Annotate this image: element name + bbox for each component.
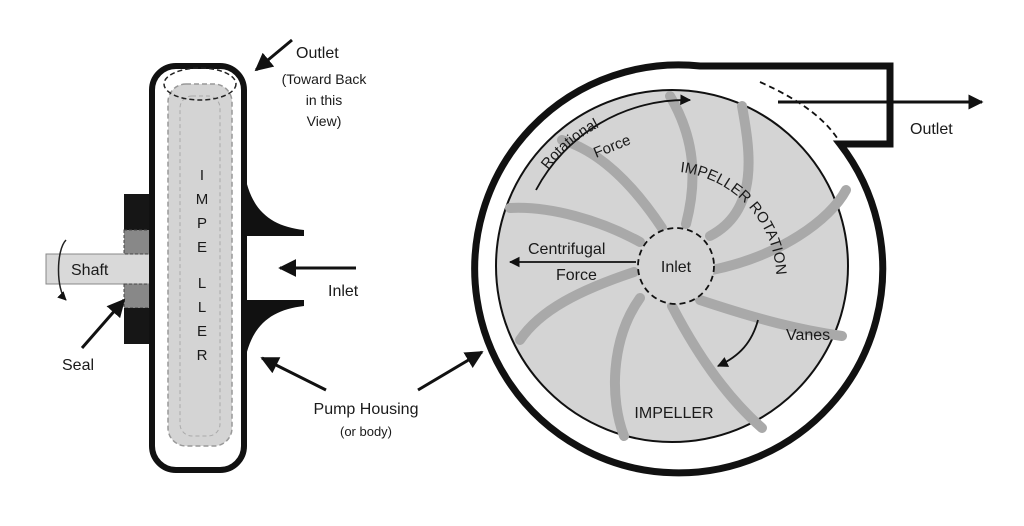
seal-label: Seal <box>62 357 94 374</box>
shaft-rotation-arrow <box>57 239 67 301</box>
impeller-letter: E <box>197 239 207 256</box>
housing-arrow-right <box>417 350 484 392</box>
shaft-label: Shaft <box>71 262 109 279</box>
vane <box>609 293 645 441</box>
impeller-letter: L <box>198 299 206 316</box>
impeller-rotation-arrow <box>717 319 759 367</box>
vane <box>515 267 639 345</box>
vane <box>707 185 851 275</box>
centrifugal-force-label: Centrifugal <box>528 241 605 258</box>
side-view: Shaft I M P E L L E R Outl <box>45 38 368 473</box>
vane <box>705 101 754 241</box>
vane <box>557 135 667 233</box>
inlet-flare-lower <box>244 300 304 366</box>
impeller-side <box>167 83 233 447</box>
outlet-note-line: in this <box>306 92 343 108</box>
housing-arrow-left <box>260 356 327 392</box>
impeller-side-inner <box>179 95 221 437</box>
impeller-letter: L <box>198 275 206 292</box>
volute-cutwater <box>759 81 843 147</box>
vanes-label: Vanes <box>786 327 830 344</box>
pump-housing-label: Pump Housing <box>314 401 419 418</box>
outlet-label-front: Outlet <box>910 121 953 138</box>
vane <box>665 91 698 229</box>
centrifugal-force-label-2: Force <box>556 267 597 284</box>
impeller-letter: E <box>197 323 207 340</box>
outlet-opening-side <box>163 67 237 101</box>
front-view: Inlet Outlet Rotational Force Centrifuga… <box>471 61 984 477</box>
rotational-force-arrow <box>535 94 692 191</box>
inlet-eye <box>637 227 715 305</box>
inlet-flare-upper <box>244 170 304 236</box>
vane <box>667 301 767 433</box>
seal-arrow <box>80 298 126 349</box>
pump-housing-callout: Pump Housing (or body) <box>260 350 484 439</box>
inlet-label-side: Inlet <box>328 283 359 300</box>
impeller-vertical-label: I M P E L L E R <box>196 167 209 364</box>
vane <box>505 202 645 247</box>
impeller-letter: I <box>200 167 204 184</box>
outlet-note-line: (Toward Back <box>282 71 368 87</box>
impeller-letter: R <box>197 347 208 364</box>
outlet-label-side: Outlet <box>296 45 339 62</box>
pump-housing-note: (or body) <box>340 424 392 439</box>
impeller-letter: P <box>197 215 207 232</box>
impeller-vanes <box>505 91 851 441</box>
impeller-letter: M <box>196 191 209 208</box>
outlet-arrow-side <box>254 38 293 72</box>
vane <box>695 295 847 341</box>
outlet-note-line: View) <box>307 113 342 129</box>
inlet-label-front: Inlet <box>661 259 692 276</box>
impeller-label-front: IMPELLER <box>634 405 713 422</box>
